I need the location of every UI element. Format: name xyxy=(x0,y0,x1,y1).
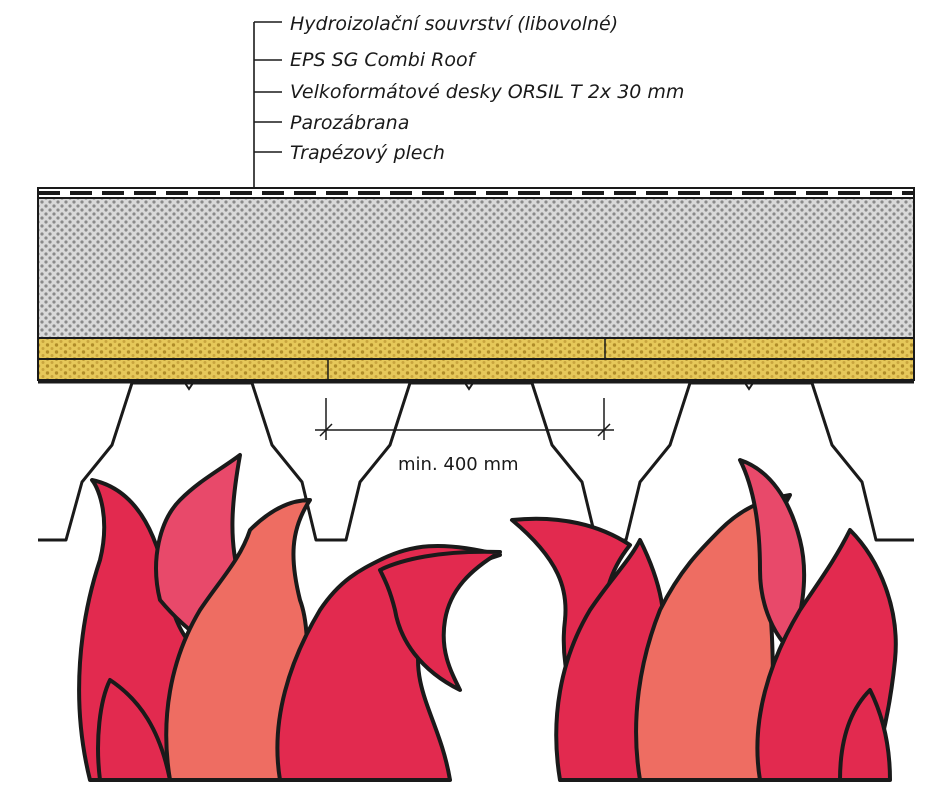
flame-left-front xyxy=(96,678,172,782)
callout-trapezoidal-sheet: Trapézový plech xyxy=(290,142,445,164)
flame-right-front xyxy=(838,688,892,782)
mineral-wool-layer xyxy=(37,337,915,381)
callout-leaders xyxy=(253,21,282,192)
flame-left-tongue xyxy=(378,549,502,692)
eps-layer xyxy=(37,197,915,339)
callout-waterproofing: Hydroizolační souvrství (libovolné) xyxy=(290,13,618,35)
trapezoidal-sheet-profile xyxy=(38,381,914,542)
waterproofing-layer xyxy=(37,187,915,199)
flames-left xyxy=(77,453,502,782)
flame-left-right xyxy=(275,543,502,782)
callout-eps: EPS SG Combi Roof xyxy=(290,49,478,71)
dimension-label: min. 400 mm xyxy=(398,454,519,475)
dimension-line xyxy=(315,398,614,440)
flames-right xyxy=(510,458,898,782)
callout-orsil: Velkoformátové desky ORSIL T 2x 30 mm xyxy=(290,81,684,103)
callout-vapour-barrier: Parozábrana xyxy=(290,112,409,134)
